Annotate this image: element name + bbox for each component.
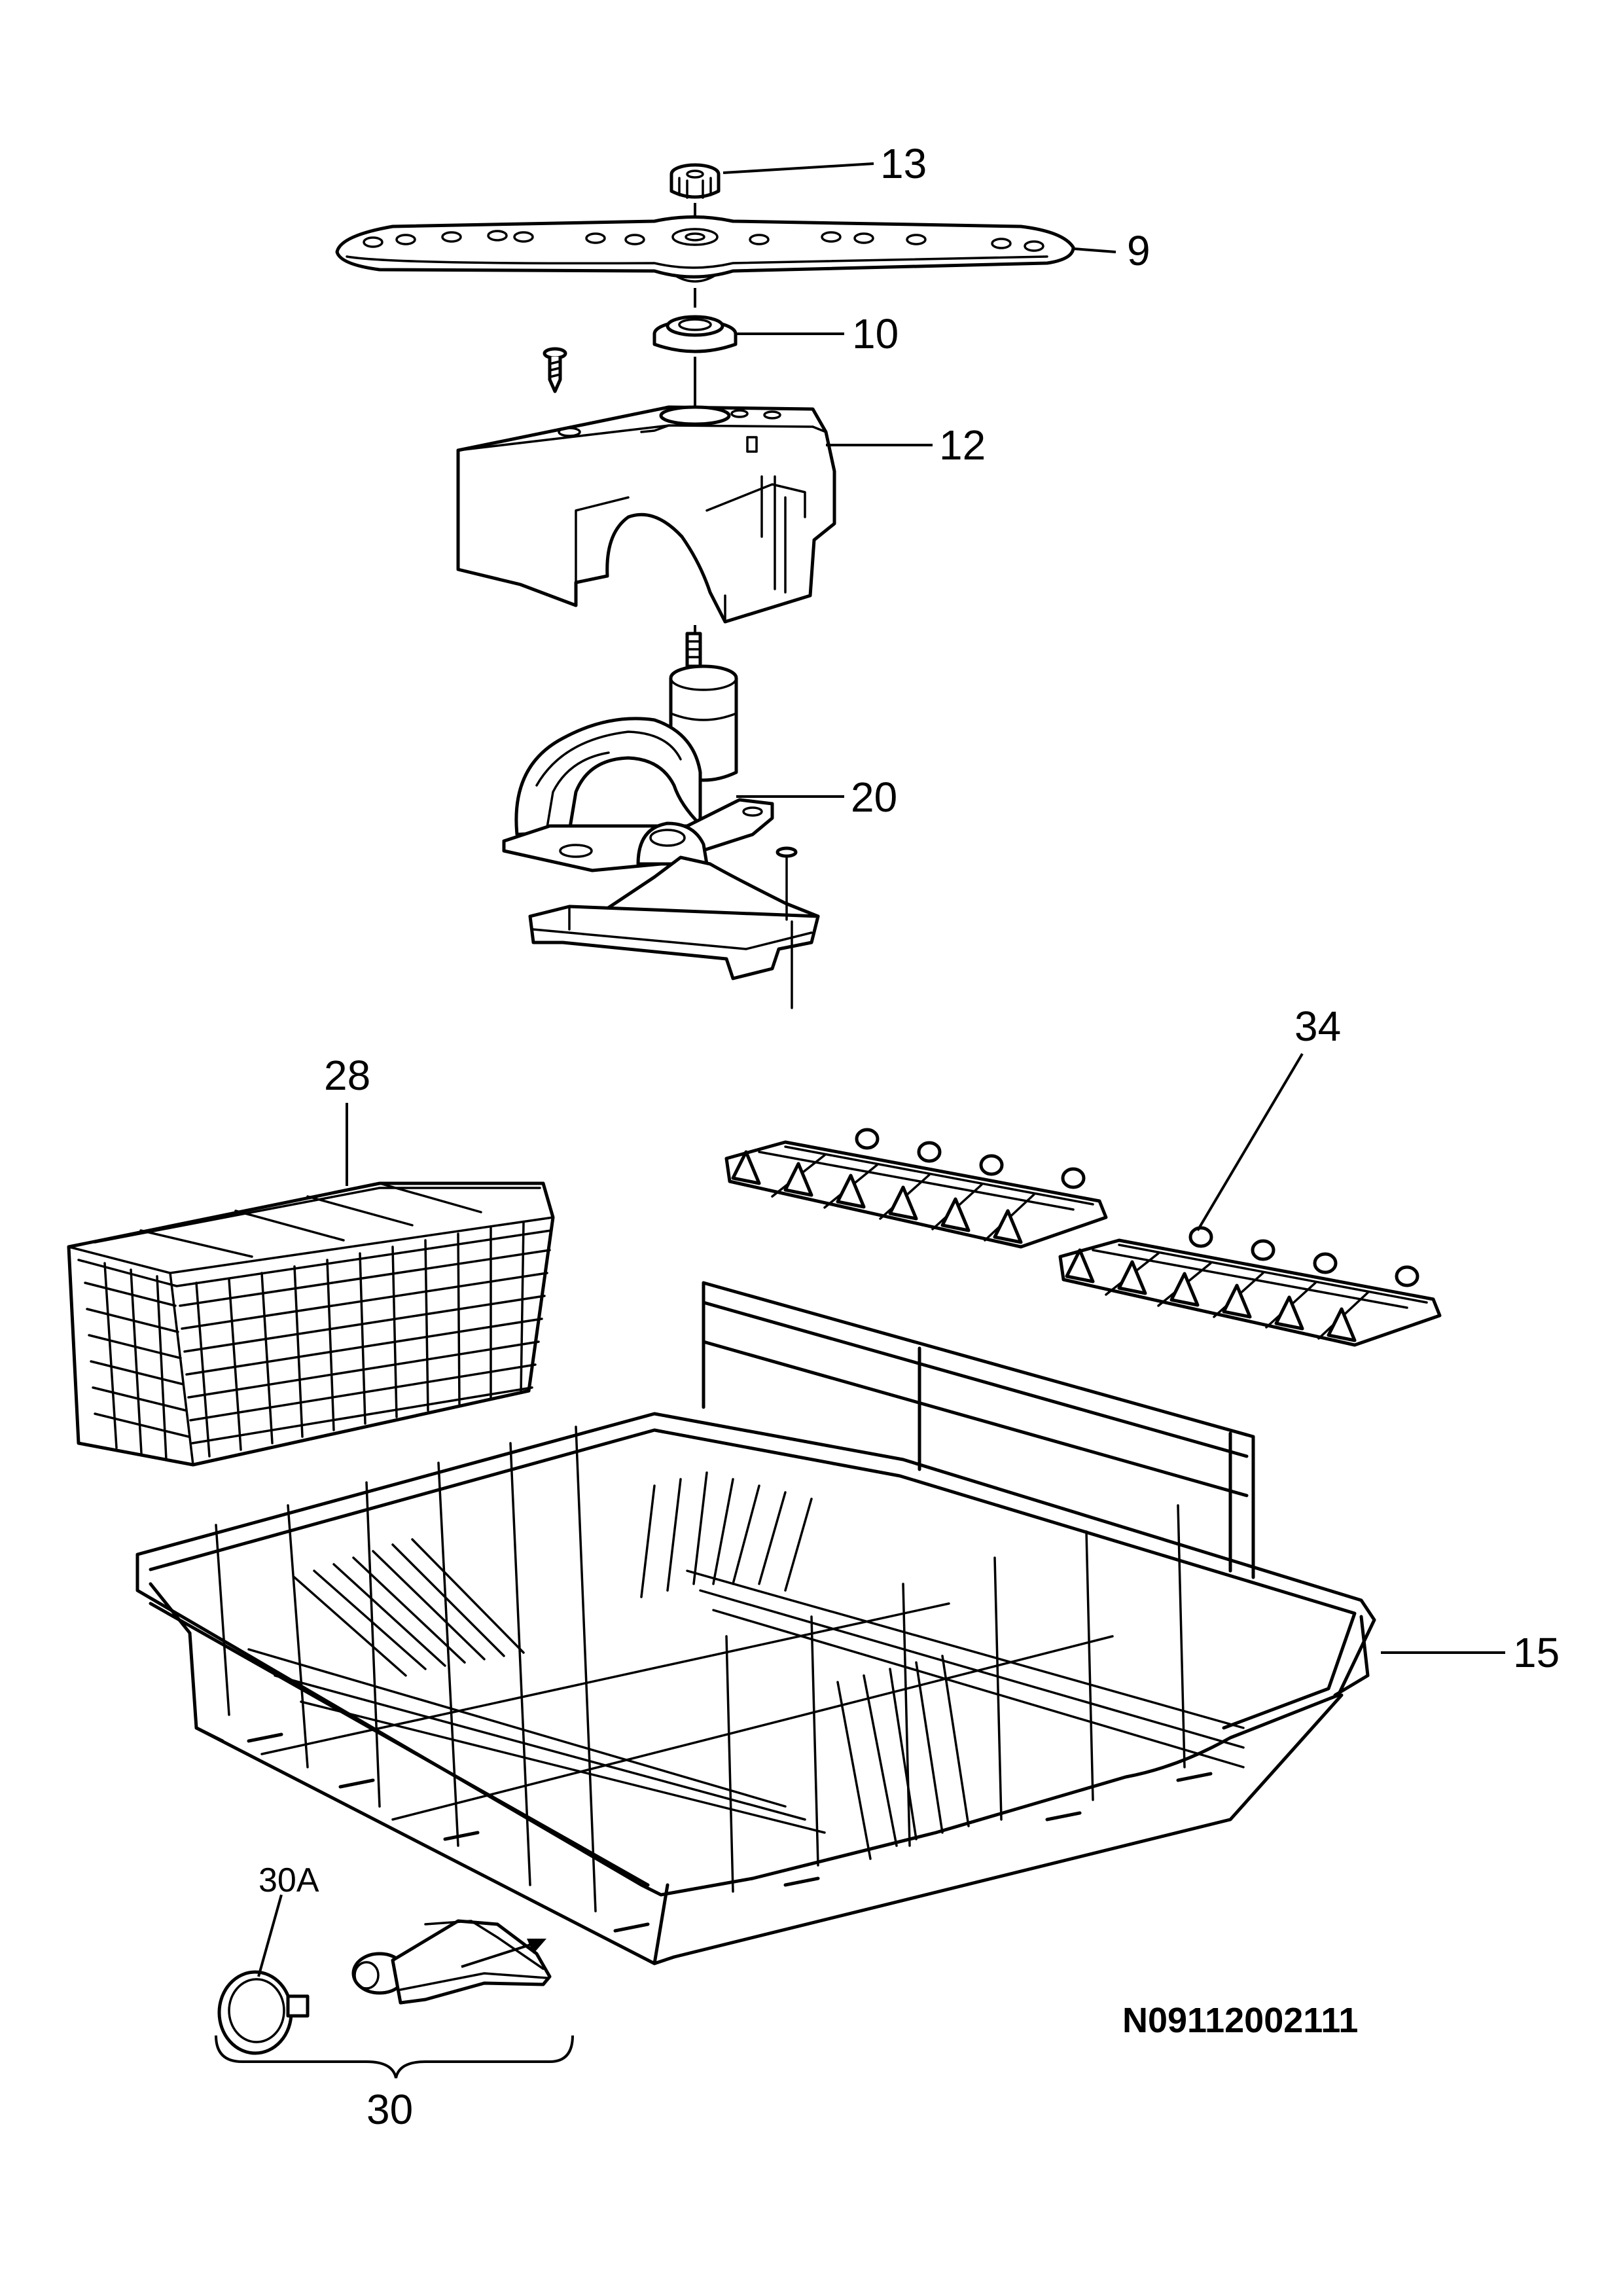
- callout-30A: 30A: [259, 1861, 319, 1899]
- part-34-cup-rack-right: [1058, 1226, 1442, 1347]
- direction-arrow: [461, 1939, 546, 1968]
- callout-28: 28: [324, 1052, 370, 1099]
- part-9-spray-arm: [335, 215, 1075, 283]
- part-10-ring: [652, 315, 738, 353]
- part-13-nut: [669, 163, 721, 199]
- callout-12: 12: [939, 422, 986, 469]
- part-20-pump-housing: [502, 632, 820, 980]
- group-brace: [215, 2035, 574, 2079]
- callout-30: 30: [366, 2086, 413, 2133]
- screw: [543, 347, 567, 393]
- callout-34: 34: [1294, 1003, 1341, 1050]
- callout-9: 9: [1127, 227, 1150, 274]
- screw-20: [776, 846, 798, 1009]
- part-28-cutlery-basket: [67, 1181, 555, 1467]
- part-12-cover: [456, 405, 836, 624]
- part-34-cup-rack-left: [724, 1128, 1108, 1249]
- drawing-code: N09112002111: [1122, 2001, 1358, 2040]
- part-15-lower-basket: [135, 1281, 1376, 1965]
- part-30-handle-clip: [217, 1919, 552, 2055]
- callout-10: 10: [852, 310, 899, 357]
- callout-20: 20: [851, 774, 897, 821]
- callout-15: 15: [1513, 1629, 1560, 1676]
- callout-13: 13: [880, 140, 927, 187]
